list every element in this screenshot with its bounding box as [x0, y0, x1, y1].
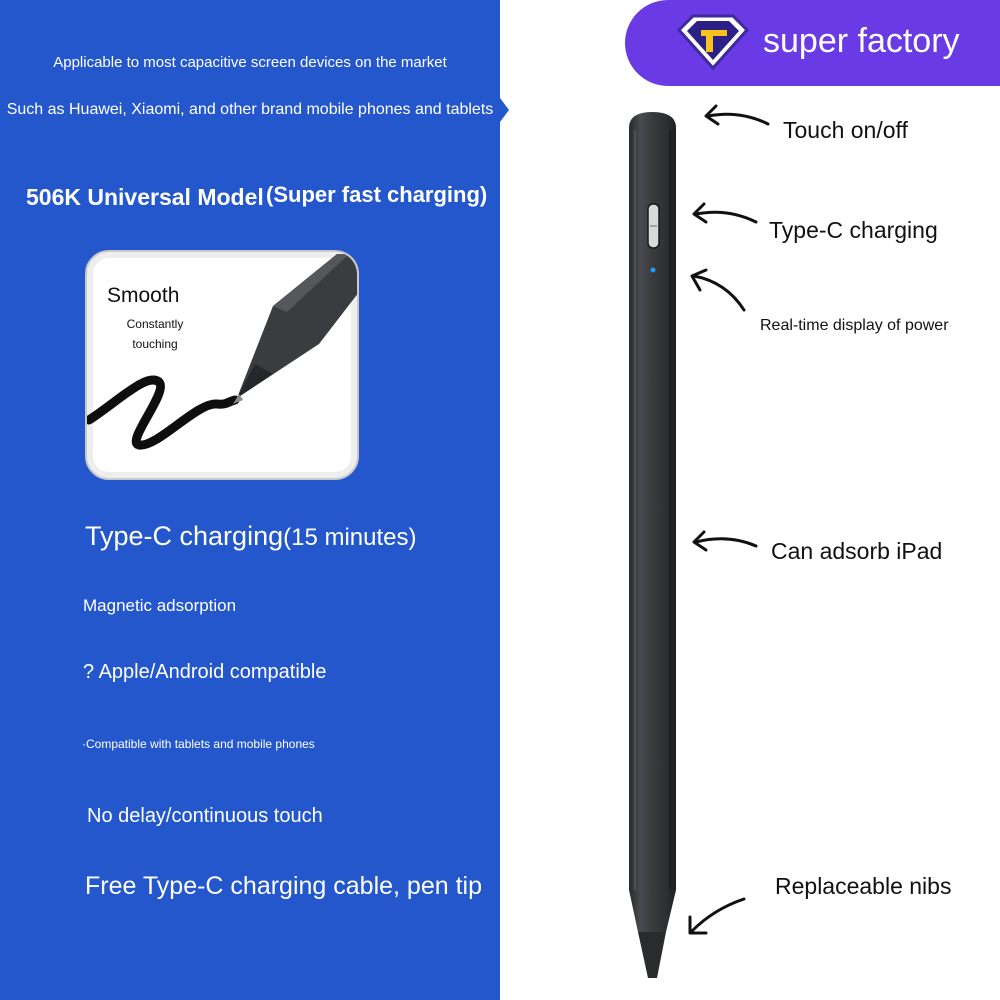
- pen-tip-drawing-icon: [87, 254, 357, 450]
- arrow-icon: [692, 202, 758, 224]
- tablets-feature: ·Compatible with tablets and mobile phon…: [82, 737, 315, 751]
- stylus-pen: [629, 112, 676, 978]
- typec-minutes: (15 minutes): [283, 524, 417, 551]
- smooth-label: Smooth: [107, 284, 180, 307]
- arrow-icon: [688, 897, 746, 935]
- touch-callout: Touch on/off: [783, 117, 908, 143]
- power-callout: Real-time display of power: [760, 317, 949, 334]
- magnetic-feature: Magnetic adsorption: [83, 596, 237, 615]
- fast-charging-text: (Super fast charging): [266, 182, 488, 207]
- diamond-logo-icon: [676, 14, 750, 71]
- touching-line-2: touching: [132, 337, 178, 351]
- nibs-callout: Replaceable nibs: [775, 873, 952, 899]
- typec-feature-label: Type-C charging: [85, 521, 284, 551]
- touching-label: Constantly touching: [125, 314, 185, 354]
- smooth-writing-card: Smooth Constantly touching: [85, 250, 359, 480]
- panel-notch: [497, 94, 509, 126]
- typec-callout: Type-C charging: [769, 217, 938, 243]
- delay-feature: No delay/continuous touch: [87, 805, 323, 827]
- free-cable-feature: Free Type-C charging cable, pen tip: [85, 872, 482, 900]
- arrow-icon: [692, 530, 758, 552]
- brands-text: Such as Huawei, Xiaomi, and other brand …: [6, 101, 494, 118]
- applicable-text: Applicable to most capacitive screen dev…: [53, 54, 447, 71]
- brand-name: super factory: [763, 22, 960, 60]
- brand-badge: super factory: [625, 0, 1000, 86]
- arrow-icon: [704, 104, 770, 126]
- feature-panel: [0, 0, 500, 1000]
- typec-feature: Type-C charging(15 minutes): [85, 521, 417, 552]
- arrow-icon: [690, 268, 746, 312]
- adsorb-callout: Can adsorb iPad: [771, 538, 943, 564]
- touching-line-1: Constantly: [126, 317, 184, 331]
- model-title: 506K Universal Model: [26, 184, 264, 210]
- compat-feature: ? Apple/Android compatible: [83, 661, 327, 683]
